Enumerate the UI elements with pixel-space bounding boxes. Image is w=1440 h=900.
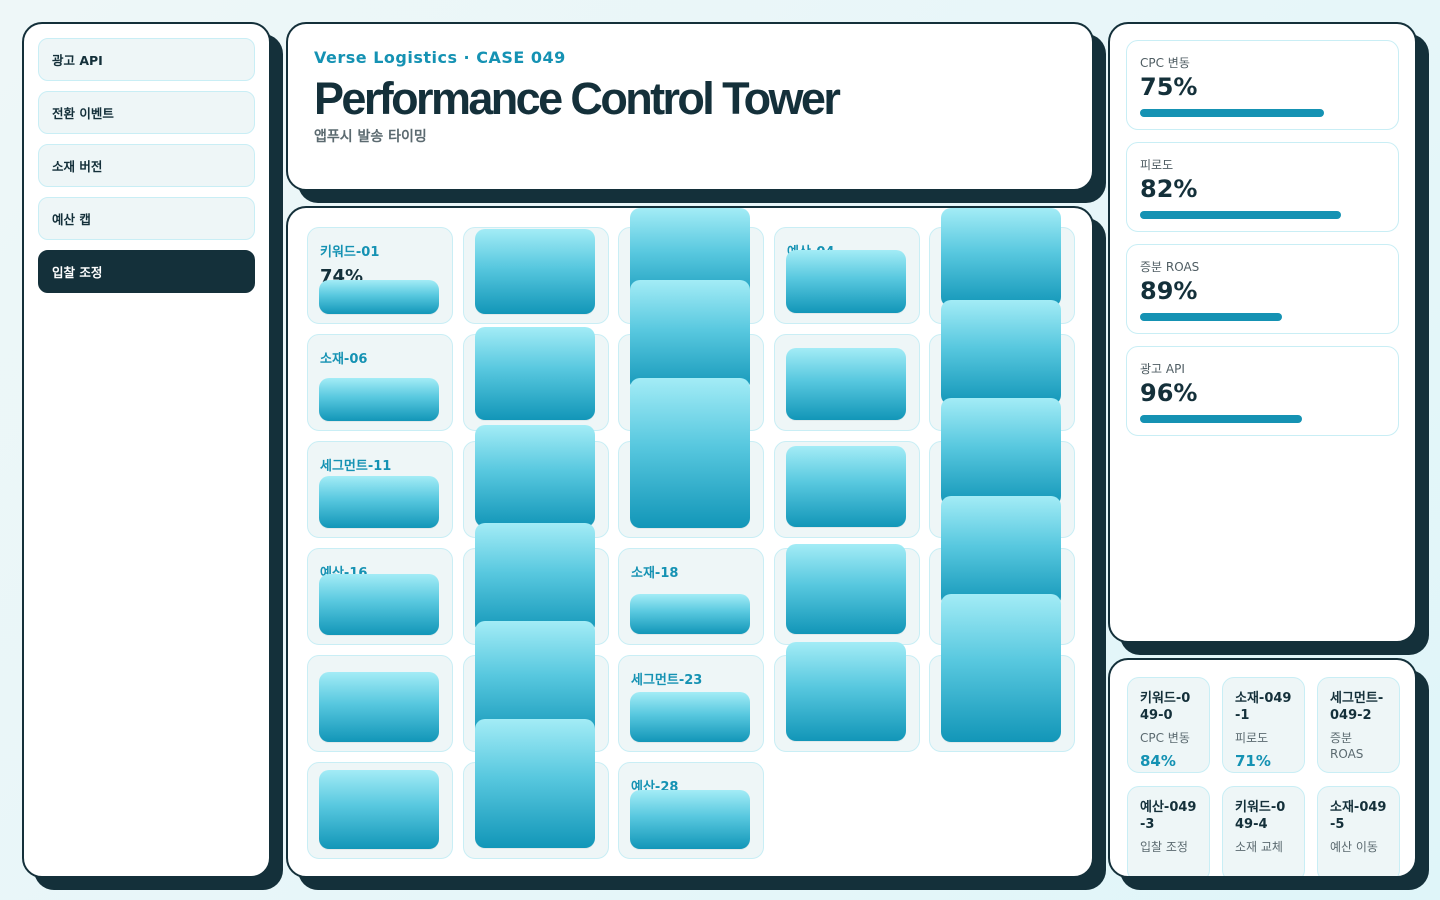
tile-label: 키워드-01 [320,245,380,260]
kpi-value: 75% [1140,73,1198,101]
card-title: 세그먼트-049-2 [1330,691,1384,723]
card-subtitle: CPC 변동 [1140,731,1190,745]
card-value: 71% [1235,752,1271,770]
tile-gradient-block [319,476,439,528]
tile-gradient-block [475,425,595,527]
card-title: 키워드-049-0 [1140,691,1191,723]
sidebar: 광고 API 전환 이벤트 소재 버전 예산 캡 입찰 조정 [22,22,271,878]
tile-gradient-block [475,327,595,420]
card-title: 소재-049-5 [1330,800,1387,832]
tile-label: 소재-06 [320,352,368,367]
segment-card[interactable]: 예산-049-3 입찰 조정 [1127,786,1210,876]
page-subtitle: 앱푸시 발송 타이밍 [314,129,427,146]
kpi-card: CPC 변동 75% [1126,40,1399,130]
card-title: 키워드-049-4 [1235,800,1286,832]
tile-board: 키워드-0174%예산-04소재-06세그먼트-11예산-16소재-18세그먼트… [286,206,1094,878]
kpi-panel: CPC 변동 75% 피로도 82% 증분 ROAS 89% 광고 API 96… [1108,22,1417,643]
card-subtitle: 예산 이동 [1330,840,1378,854]
card-subtitle: 증분 ROAS [1330,731,1364,761]
kpi-value: 96% [1140,379,1198,407]
kpi-progress-fill [1140,313,1283,321]
tile-label: 소재-18 [631,566,679,581]
tile-gradient-block [630,790,750,849]
tile-gradient-block [475,229,595,314]
page-title: Performance Control Tower [314,73,841,124]
segment-card[interactable]: 소재-049-5 예산 이동 [1317,786,1400,876]
tile-gradient-block [475,523,595,634]
kpi-progress-bar [1140,211,1385,219]
card-subtitle: 소재 교체 [1235,840,1283,854]
tile-gradient-block [786,446,906,527]
sidebar-item-ad-api[interactable]: 광고 API [38,38,255,81]
kpi-value: 89% [1140,277,1198,305]
tile-gradient-block [475,719,595,848]
kpi-label: 광고 API [1140,362,1185,376]
kpi-card: 피로도 82% [1126,142,1399,232]
tile-gradient-block [786,642,906,741]
kpi-progress-fill [1140,109,1324,117]
kpi-progress-fill [1140,415,1302,423]
kpi-progress-bar [1140,109,1385,117]
tile-gradient-block [319,280,439,314]
kpi-value: 82% [1140,175,1198,203]
sidebar-item-creative-version[interactable]: 소재 버전 [38,144,255,187]
tile-gradient-block [786,250,906,313]
tile-gradient-block [319,378,439,421]
tile-gradient-block [786,544,906,634]
tile-gradient-block [630,280,750,392]
tile-gradient-block [630,378,750,528]
card-subtitle: 입찰 조정 [1140,840,1188,854]
tile-gradient-block [319,672,439,742]
kpi-label: 피로도 [1140,158,1174,172]
sidebar-item-conversion-events[interactable]: 전환 이벤트 [38,91,255,134]
tile-gradient-block [941,594,1061,742]
card-subtitle: 피로도 [1235,731,1269,745]
segment-card[interactable]: 소재-049-1 피로도 71% [1222,677,1305,773]
tile-gradient-block [941,300,1061,405]
card-value: 84% [1140,752,1176,770]
kpi-progress-bar [1140,313,1385,321]
tile-label: 세그먼트-23 [631,673,703,688]
kpi-card: 광고 API 96% [1126,346,1399,436]
kpi-label: 증분 ROAS [1140,260,1200,274]
tile-gradient-block [941,496,1061,607]
header: Verse Logistics · CASE 049 Performance C… [286,22,1094,191]
tile-gradient-block [630,594,750,634]
tile-gradient-block [941,398,1061,506]
sidebar-item-bid-adjustment[interactable]: 입찰 조정 [38,250,255,293]
tile-label: 세그먼트-11 [320,459,392,474]
tile-gradient-block [941,208,1061,307]
tile-gradient-block [319,574,439,635]
card-title: 예산-049-3 [1140,800,1197,832]
sidebar-item-budget-cap[interactable]: 예산 캡 [38,197,255,240]
card-title: 소재-049-1 [1235,691,1292,723]
tile-gradient-block [630,692,750,742]
segment-card[interactable]: 세그먼트-049-2 증분 ROAS [1317,677,1400,773]
kpi-label: CPC 변동 [1140,56,1190,70]
segment-card[interactable]: 키워드-049-4 소재 교체 [1222,786,1305,876]
tile-gradient-block [319,770,439,849]
case-eyebrow: Verse Logistics · CASE 049 [314,48,566,67]
kpi-progress-bar [1140,415,1385,423]
kpi-progress-fill [1140,211,1341,219]
kpi-card: 증분 ROAS 89% [1126,244,1399,334]
tile-gradient-block [786,348,906,420]
